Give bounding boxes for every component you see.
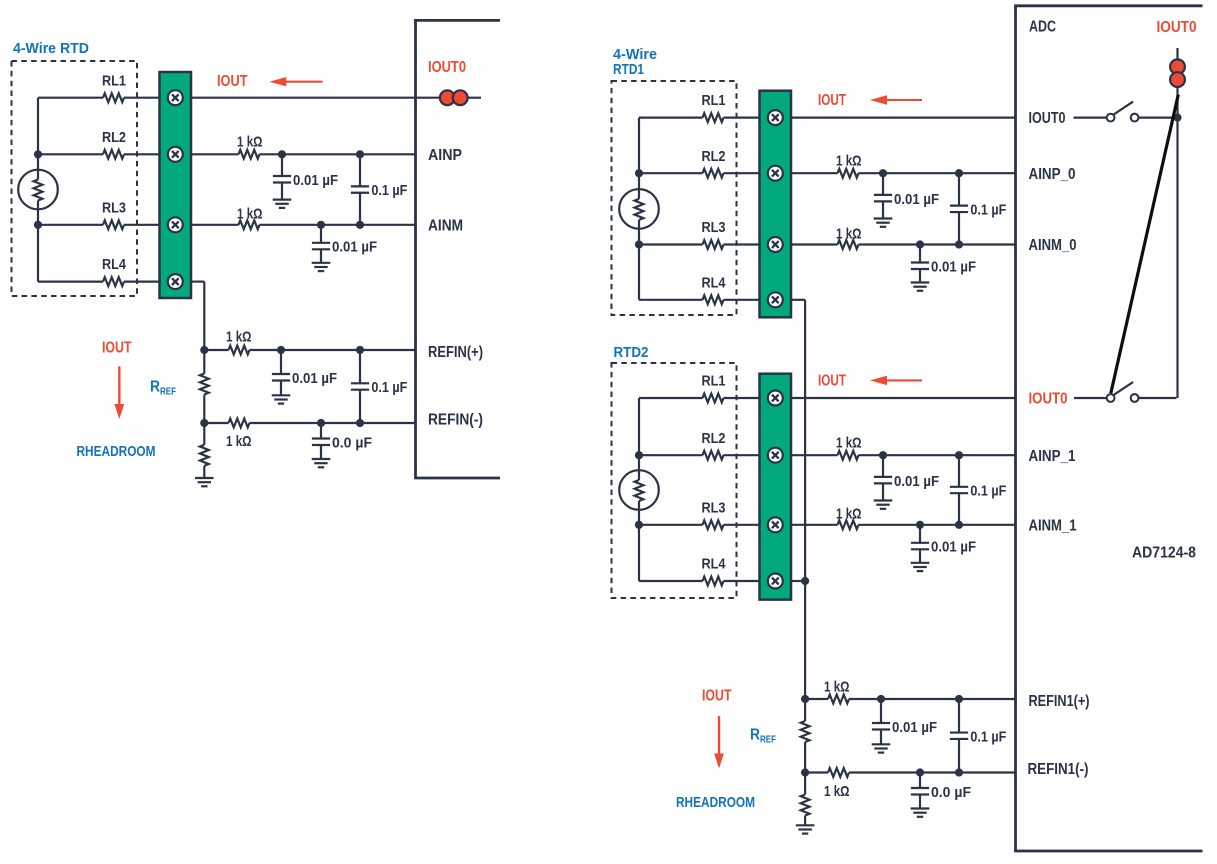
- svg-text:RL1: RL1: [702, 373, 726, 390]
- svg-text:RL4: RL4: [102, 256, 127, 273]
- svg-text:AINP_1: AINP_1: [1029, 448, 1076, 465]
- svg-text:0.01 µF: 0.01 µF: [892, 719, 937, 736]
- svg-text:IOUT0: IOUT0: [1157, 19, 1197, 36]
- svg-text:IOUT0: IOUT0: [1029, 110, 1066, 127]
- svg-text:0.01 µF: 0.01 µF: [292, 370, 337, 387]
- svg-text:REFIN1(-): REFIN1(-): [1028, 761, 1089, 778]
- svg-text:1 kΩ: 1 kΩ: [836, 435, 862, 452]
- svg-text:1 kΩ: 1 kΩ: [824, 783, 850, 800]
- svg-text:0.01 µF: 0.01 µF: [332, 239, 377, 256]
- svg-text:R: R: [750, 727, 760, 744]
- svg-text:0.1 µF: 0.1 µF: [970, 201, 1006, 218]
- svg-text:0.1 µF: 0.1 µF: [970, 728, 1006, 745]
- svg-text:AINM_0: AINM_0: [1029, 237, 1077, 254]
- svg-text:REF: REF: [160, 386, 176, 398]
- svg-text:RL2: RL2: [702, 148, 726, 165]
- svg-text:0.0 µF: 0.0 µF: [332, 434, 372, 451]
- svg-text:RL1: RL1: [102, 72, 126, 89]
- svg-text:RL3: RL3: [702, 499, 726, 516]
- svg-text:AD7124-8: AD7124-8: [1132, 545, 1196, 562]
- svg-text:RTD2: RTD2: [614, 344, 649, 361]
- svg-text:RL2: RL2: [102, 129, 126, 146]
- svg-text:4-Wire: 4-Wire: [613, 46, 657, 63]
- svg-text:0.01 µF: 0.01 µF: [894, 191, 939, 208]
- svg-text:0.01 µF: 0.01 µF: [931, 539, 976, 556]
- svg-text:IOUT: IOUT: [818, 92, 846, 109]
- svg-text:0.0 µF: 0.0 µF: [931, 784, 971, 801]
- svg-text:IOUT0: IOUT0: [428, 59, 466, 76]
- svg-text:1 kΩ: 1 kΩ: [237, 206, 263, 223]
- svg-text:AINP_0: AINP_0: [1029, 166, 1076, 183]
- svg-text:1 kΩ: 1 kΩ: [836, 506, 862, 523]
- svg-text:R: R: [150, 378, 160, 395]
- svg-text:ADC: ADC: [1029, 18, 1056, 35]
- svg-text:0.01 µF: 0.01 µF: [293, 172, 338, 189]
- svg-text:0.01 µF: 0.01 µF: [931, 258, 976, 275]
- svg-text:1 kΩ: 1 kΩ: [226, 433, 252, 450]
- svg-text:REF: REF: [760, 734, 776, 746]
- svg-text:0.1 µF: 0.1 µF: [970, 483, 1006, 500]
- svg-text:1 kΩ: 1 kΩ: [836, 225, 862, 242]
- svg-text:RL4: RL4: [702, 556, 727, 573]
- svg-text:REFIN1(+): REFIN1(+): [1029, 693, 1090, 710]
- svg-text:AINM: AINM: [428, 217, 463, 234]
- svg-text:AINP: AINP: [428, 147, 462, 164]
- svg-text:4-Wire RTD: 4-Wire RTD: [13, 40, 89, 57]
- svg-text:1 kΩ: 1 kΩ: [237, 134, 263, 151]
- svg-text:RL3: RL3: [702, 219, 726, 236]
- svg-text:RL1: RL1: [702, 92, 726, 109]
- svg-text:REFIN(-): REFIN(-): [428, 412, 483, 429]
- svg-text:0.1 µF: 0.1 µF: [371, 182, 407, 199]
- svg-text:0.01 µF: 0.01 µF: [894, 473, 939, 490]
- svg-text:IOUT: IOUT: [818, 372, 846, 389]
- svg-text:0.1 µF: 0.1 µF: [371, 379, 407, 396]
- svg-text:RL3: RL3: [102, 199, 126, 216]
- svg-text:RL4: RL4: [702, 274, 727, 291]
- svg-text:RHEADROOM: RHEADROOM: [77, 443, 156, 460]
- svg-text:RL2: RL2: [702, 430, 726, 447]
- svg-text:REFIN(+): REFIN(+): [428, 344, 483, 361]
- svg-text:RTD1: RTD1: [613, 61, 644, 78]
- svg-text:1 kΩ: 1 kΩ: [226, 329, 252, 346]
- svg-text:1 kΩ: 1 kΩ: [836, 153, 862, 170]
- svg-text:IOUT: IOUT: [102, 340, 132, 357]
- svg-text:RHEADROOM: RHEADROOM: [676, 794, 755, 811]
- svg-text:IOUT0: IOUT0: [1029, 391, 1068, 408]
- svg-text:IOUT: IOUT: [702, 688, 732, 705]
- svg-text:IOUT: IOUT: [217, 73, 248, 90]
- svg-text:1 kΩ: 1 kΩ: [824, 679, 850, 696]
- svg-text:AINM_1: AINM_1: [1029, 517, 1077, 534]
